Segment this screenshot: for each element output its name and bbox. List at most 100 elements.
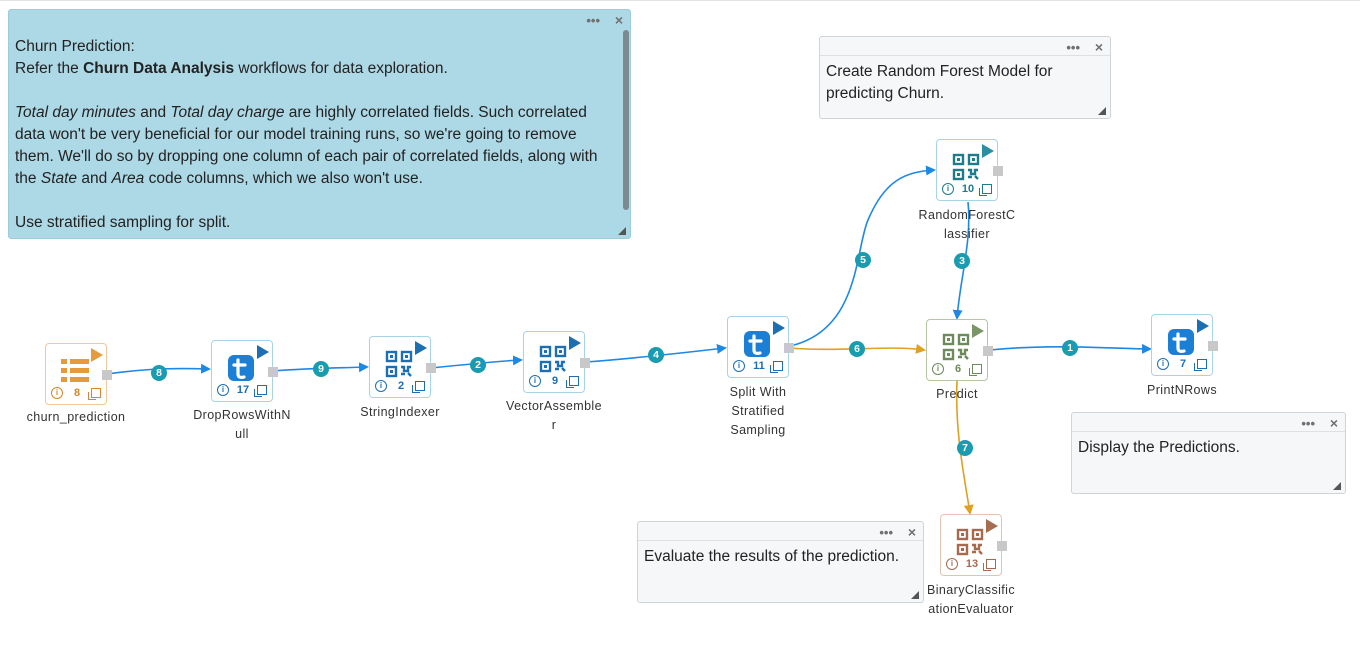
info-icon[interactable]: i — [932, 363, 944, 375]
ellipsis-icon[interactable]: ••• — [1301, 416, 1315, 431]
close-icon[interactable]: × — [614, 12, 623, 28]
run-icon[interactable] — [257, 345, 269, 359]
node-number: 9 — [551, 375, 559, 387]
node-binary-classification-evaluator[interactable]: i 13 — [940, 514, 1007, 576]
note-text: are highly correlated fields. Such corre… — [15, 104, 598, 187]
edge-badge-3[interactable]: 3 — [954, 253, 970, 269]
note-scrollbar[interactable] — [623, 30, 629, 210]
node-number: 10 — [961, 183, 975, 195]
node-footer: i 17 — [217, 384, 267, 398]
node-random-forest-classifier[interactable]: i 10 — [936, 139, 1003, 201]
output-port[interactable] — [997, 541, 1007, 551]
node-vector-assembler[interactable]: i 9 — [523, 331, 590, 393]
node-footer: i 8 — [51, 387, 101, 401]
note-text: workflows for data exploration. — [234, 60, 448, 77]
run-icon[interactable] — [91, 348, 103, 362]
edge-5[interactable] — [789, 165, 936, 347]
info-icon[interactable]: i — [51, 387, 63, 399]
dataset-list-icon — [61, 359, 89, 382]
node-label-print-n-rows: PrintNRows — [1147, 383, 1217, 397]
node-churn-prediction[interactable]: i 8 — [45, 343, 112, 405]
edge-badge-8[interactable]: 8 — [151, 365, 167, 381]
ellipsis-icon[interactable]: ••• — [1066, 40, 1080, 55]
run-icon[interactable] — [986, 519, 998, 533]
edge-badge-7[interactable]: 7 — [957, 440, 973, 456]
node-label-split-stratified-sampling: Split With Stratified Sampling — [729, 385, 787, 437]
info-icon[interactable]: i — [733, 360, 745, 372]
node-number: 13 — [965, 558, 979, 570]
info-icon[interactable]: i — [1157, 358, 1169, 370]
run-icon[interactable] — [415, 341, 427, 355]
note-italic: Total day minutes — [15, 104, 136, 121]
output-port[interactable] — [784, 343, 794, 353]
output-port[interactable] — [983, 346, 993, 356]
edge-badge-1[interactable]: 1 — [1062, 340, 1078, 356]
edge-badge-5[interactable]: 5 — [855, 252, 871, 268]
run-icon[interactable] — [982, 144, 994, 158]
ellipsis-icon[interactable]: ••• — [879, 525, 893, 540]
output-port[interactable] — [580, 358, 590, 368]
edge-badge-4[interactable]: 4 — [648, 347, 664, 363]
output-port[interactable] — [1208, 341, 1218, 351]
note-header[interactable]: ••• × — [1072, 413, 1345, 432]
note-header[interactable]: ••• × — [820, 37, 1110, 56]
note-header[interactable]: ••• × — [638, 522, 923, 541]
run-icon[interactable] — [972, 324, 984, 338]
node-footer: i 13 — [946, 558, 996, 572]
note-title: Churn Prediction: — [15, 38, 135, 55]
note-churn-prediction[interactable]: ••• × Churn Prediction: Refer the Churn … — [8, 9, 631, 239]
copy-icon[interactable] — [88, 388, 101, 400]
edge-badge-6[interactable]: 6 — [849, 341, 865, 357]
node-predict[interactable]: i 6 — [926, 319, 993, 381]
note-text: and — [135, 104, 171, 121]
node-label-churn-prediction: churn_prediction — [26, 410, 126, 424]
note-random-forest[interactable]: ••• × Create Random Forest Model for pre… — [819, 36, 1111, 119]
note-text: code columns, which we also won't use. — [144, 170, 423, 187]
copy-icon[interactable] — [770, 361, 783, 373]
note-text: Refer the — [15, 60, 84, 77]
node-number: 17 — [236, 384, 250, 396]
note-header[interactable]: ••• × — [9, 10, 630, 28]
node-split-stratified-sampling[interactable]: i 11 — [727, 316, 794, 378]
edge-badge-9[interactable]: 9 — [313, 361, 329, 377]
output-port[interactable] — [426, 363, 436, 373]
node-footer: i 7 — [1157, 358, 1207, 372]
copy-icon[interactable] — [412, 381, 425, 393]
copy-icon[interactable] — [969, 364, 982, 376]
note-text: and — [77, 170, 112, 187]
copy-icon[interactable] — [254, 385, 267, 397]
output-port[interactable] — [993, 166, 1003, 176]
node-number: 6 — [954, 363, 962, 375]
close-icon[interactable]: × — [1094, 39, 1103, 55]
note-bold-link: Churn Data Analysis — [83, 60, 235, 77]
run-icon[interactable] — [569, 336, 581, 350]
node-number: 8 — [73, 387, 81, 399]
copy-icon[interactable] — [1194, 359, 1207, 371]
output-port[interactable] — [268, 367, 278, 377]
edge-badge-2[interactable]: 2 — [470, 357, 486, 373]
resize-grip-icon[interactable] — [1098, 107, 1106, 115]
node-print-n-rows[interactable]: i 7 — [1151, 314, 1218, 376]
run-icon[interactable] — [773, 321, 785, 335]
run-icon[interactable] — [1197, 319, 1209, 333]
node-string-indexer[interactable]: i 2 — [369, 336, 436, 398]
info-icon[interactable]: i — [529, 375, 541, 387]
node-drop-rows-with-null[interactable]: i 17 — [211, 340, 278, 402]
ellipsis-icon[interactable]: ••• — [586, 13, 600, 28]
note-evaluate[interactable]: ••• × Evaluate the results of the predic… — [637, 521, 924, 603]
copy-icon[interactable] — [983, 559, 996, 571]
info-icon[interactable]: i — [942, 183, 954, 195]
resize-grip-icon[interactable] — [1333, 482, 1341, 490]
copy-icon[interactable] — [979, 184, 992, 196]
resize-grip-icon[interactable] — [618, 227, 626, 235]
resize-grip-icon[interactable] — [911, 591, 919, 599]
note-display-predictions[interactable]: ••• × Display the Predictions. — [1071, 412, 1346, 494]
output-port[interactable] — [102, 370, 112, 380]
info-icon[interactable]: i — [217, 384, 229, 396]
close-icon[interactable]: × — [1329, 415, 1338, 431]
close-icon[interactable]: × — [907, 524, 916, 540]
note-italic: State — [40, 170, 78, 187]
info-icon[interactable]: i — [946, 558, 958, 570]
copy-icon[interactable] — [566, 376, 579, 388]
info-icon[interactable]: i — [375, 380, 387, 392]
